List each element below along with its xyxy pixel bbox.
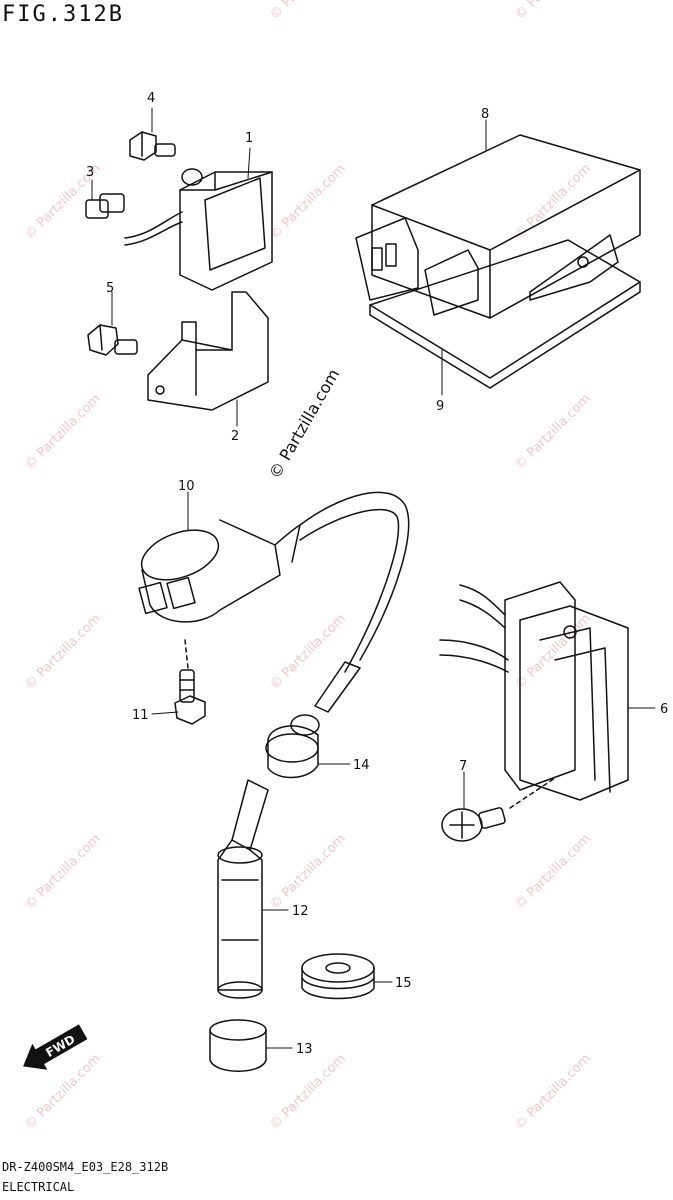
watermark-tile: © Partzilla.com [267,611,349,693]
part-10-ignition-coil [138,491,410,713]
callout-11: 11 [132,708,149,723]
leader-lines [91,107,656,1049]
watermark-tile: © Partzilla.com [267,831,349,913]
watermark-tile: © Partzilla.com [22,831,104,913]
part-14-boot-seal [265,714,320,779]
watermark-tile: © Partzilla.com [512,1051,594,1133]
model-code: DR-Z400SM4_E03_E28_312B [2,1160,169,1174]
watermark-tiles: © Partzilla.com © Partzilla.com © Partzi… [22,0,594,1133]
callout-12: 12 [292,904,309,919]
part-3-connector [85,193,125,219]
part-13-cap [209,1019,267,1072]
part-7-screw [441,777,556,842]
part-8-cdi-unit [355,134,641,319]
part-1-relay [124,168,273,291]
part-11-bolt [174,639,206,725]
figure-title: FIG.312B [2,2,124,27]
callout-4: 4 [147,91,155,106]
callouts: 1 2 3 4 5 6 7 8 9 10 11 12 13 14 15 [86,91,668,1057]
watermark-tile: © Partzilla.com [512,161,594,243]
part-15-grommet [301,953,375,1000]
part-12-plug-cap [217,779,269,999]
callout-5: 5 [106,281,114,296]
callout-15: 15 [395,976,412,991]
figure-caption: ELECTRICAL [2,1180,75,1194]
part-9-pad [369,239,641,389]
part-2-bracket [147,291,269,411]
callout-10: 10 [178,479,195,494]
watermark-tile: © Partzilla.com [512,391,594,473]
center-watermark: © Partzilla.com [265,366,343,482]
part-4-bolt [129,131,176,161]
callout-6: 6 [660,702,668,717]
watermark-tile: © Partzilla.com [267,1051,349,1133]
callout-14: 14 [353,758,370,773]
watermark-tile: © Partzilla.com [512,0,594,23]
part-6-regulator [439,581,629,801]
watermark-tile: © Partzilla.com [512,611,594,693]
watermark-tile: © Partzilla.com [22,391,104,473]
callout-8: 8 [481,107,489,122]
watermark-tile: © Partzilla.com [512,831,594,913]
callout-3: 3 [86,165,94,180]
watermark-tile: © Partzilla.com [267,0,349,23]
watermark-tile: © Partzilla.com [267,161,349,243]
callout-13: 13 [296,1042,313,1057]
part-5-bolt [87,324,138,356]
callout-7: 7 [459,759,467,774]
callout-1: 1 [245,131,253,146]
callout-9: 9 [436,399,444,414]
callout-2: 2 [231,429,239,444]
watermark-tile: © Partzilla.com [22,611,104,693]
